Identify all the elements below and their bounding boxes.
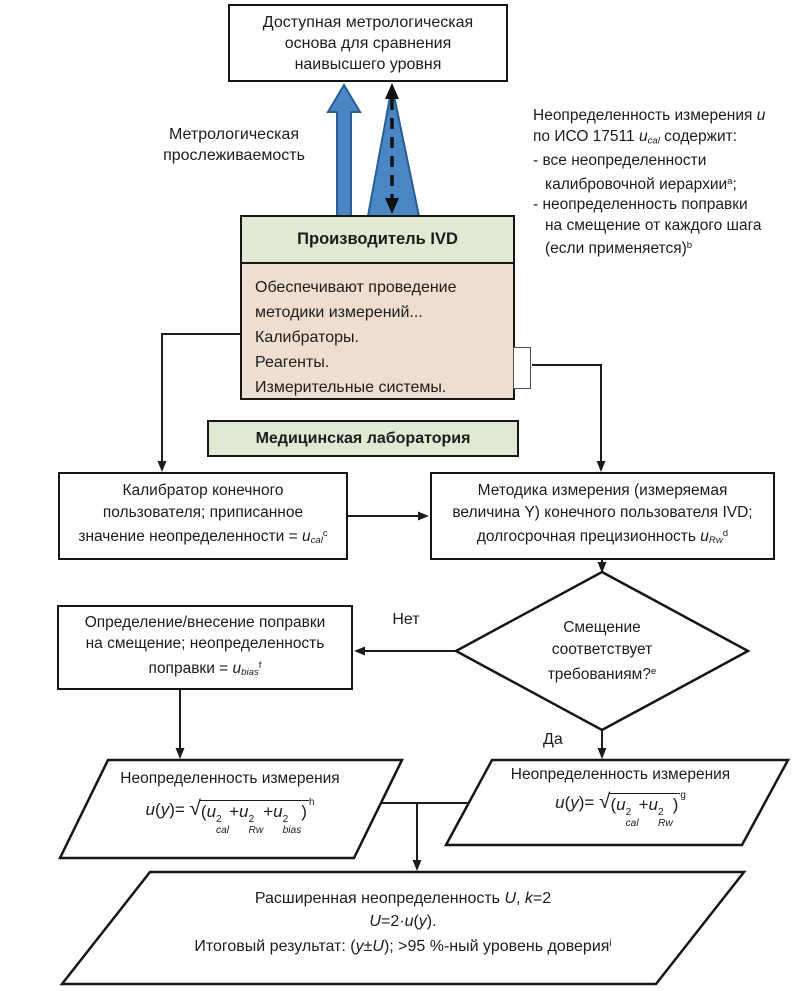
ivd-body-line: Реагенты. (255, 354, 330, 371)
ivd-output-tab (513, 347, 531, 389)
metrological-traceability-label: Метрологическая прослеживаемость (148, 124, 320, 166)
expanded-uncertainty-text: Расширенная неопределенность U, k=2 U=2·… (103, 888, 703, 958)
connector-ivd-to-calibrator (157, 333, 240, 472)
no-branch-label: Нет (392, 611, 420, 628)
ivd-manufacturer-header: Производитель IVD (242, 217, 513, 264)
ivd-body-line: Калибраторы. (255, 329, 359, 346)
uncertainty-left-title: Неопределенность измерения (120, 770, 340, 787)
ivd-manufacturer-body: Обеспечивают проведение методики измерен… (242, 264, 513, 400)
ivd-manufacturer-box: Производитель IVD Обеспечивают проведени… (240, 215, 515, 400)
note-line: на смещение от каждого шага (545, 216, 762, 234)
dashed-arrowhead-up (385, 83, 399, 99)
expanded-line: U=2·u(y). (369, 912, 437, 930)
note-line: калибровочной иерархииa; (545, 175, 737, 193)
uncertainty-note: Неопределенность измерения u по ИСО 1751… (533, 106, 795, 259)
calibrator-line: пользователя; приписанное (102, 503, 304, 521)
traceability-label-line: Метрологическая (169, 126, 299, 143)
traceability-up-arrow (326, 83, 362, 217)
dashed-arrowhead-down (385, 198, 399, 214)
note-line: - неопределенность поправки (533, 196, 748, 214)
yes-branch-label: Да (543, 731, 563, 748)
decision-line: соответствует (551, 641, 653, 658)
decision-line: требованиям?e (547, 665, 657, 683)
bias-decision-text: Смещение соответствует требованиям?e (502, 617, 702, 686)
method-line: величина Y) конечного пользователя IVD; (452, 503, 753, 521)
bias-correction-box: Определение/внесение поправки на смещени… (57, 605, 353, 690)
reference-base-box: Доступная метрологическая основа для сра… (228, 4, 508, 82)
correction-line: поправки = ubiasf (148, 659, 262, 678)
expanded-uncertainty-parallelogram (59, 870, 747, 986)
decision-line: Смещение (563, 619, 641, 636)
correction-line: Определение/внесение поправки (84, 613, 326, 631)
measurement-procedure-box: Методика измерения (измеряемая величина … (430, 472, 775, 560)
note-line: - все неопределенности (533, 152, 707, 170)
method-line: долгосрочная прецизионность uRwd (476, 527, 729, 547)
calibrator-line: Калибратор конечного (122, 482, 284, 500)
uncertainty-parallelogram-right (443, 758, 791, 847)
medical-laboratory-banner: Медицинская лаборатория (207, 420, 519, 457)
expanded-line: Итоговый результат: (y±U); >95 %-ный уро… (194, 937, 612, 955)
ivd-body-line: методики измерений... (255, 304, 423, 321)
traceability-label-line: прослеживаемость (163, 147, 305, 164)
note-line: (если применяется)b (545, 239, 693, 257)
reference-base-line: Доступная метрологическая (262, 13, 474, 31)
decision-diamond (453, 570, 751, 732)
ivd-body-line: Измерительные системы. (255, 379, 447, 396)
calibrator-line: значение неопределенности = ucalc (78, 527, 328, 547)
ivd-body-line: Обеспечивают проведение (255, 279, 457, 296)
reference-base-line: наивысшего уровня (294, 55, 442, 73)
correction-line: на смещение; неопределенность (85, 635, 325, 653)
connector-ivd-to-method (532, 364, 606, 472)
note-line: по ИСО 17511 ucal содержит: (533, 127, 738, 146)
uncertainty-right-title: Неопределенность измерения (510, 766, 731, 783)
note-line: Неопределенность измерения u (533, 107, 766, 124)
reference-base-line: основа для сравнения (284, 34, 452, 52)
uncertainty-parallelogram-left (57, 758, 405, 860)
method-line: Методика измерения (измеряемая (477, 482, 728, 500)
end-user-calibrator-box: Калибратор конечного пользователя; припи… (58, 472, 348, 560)
expanded-line: Расширенная неопределенность U, k=2 (254, 890, 552, 907)
